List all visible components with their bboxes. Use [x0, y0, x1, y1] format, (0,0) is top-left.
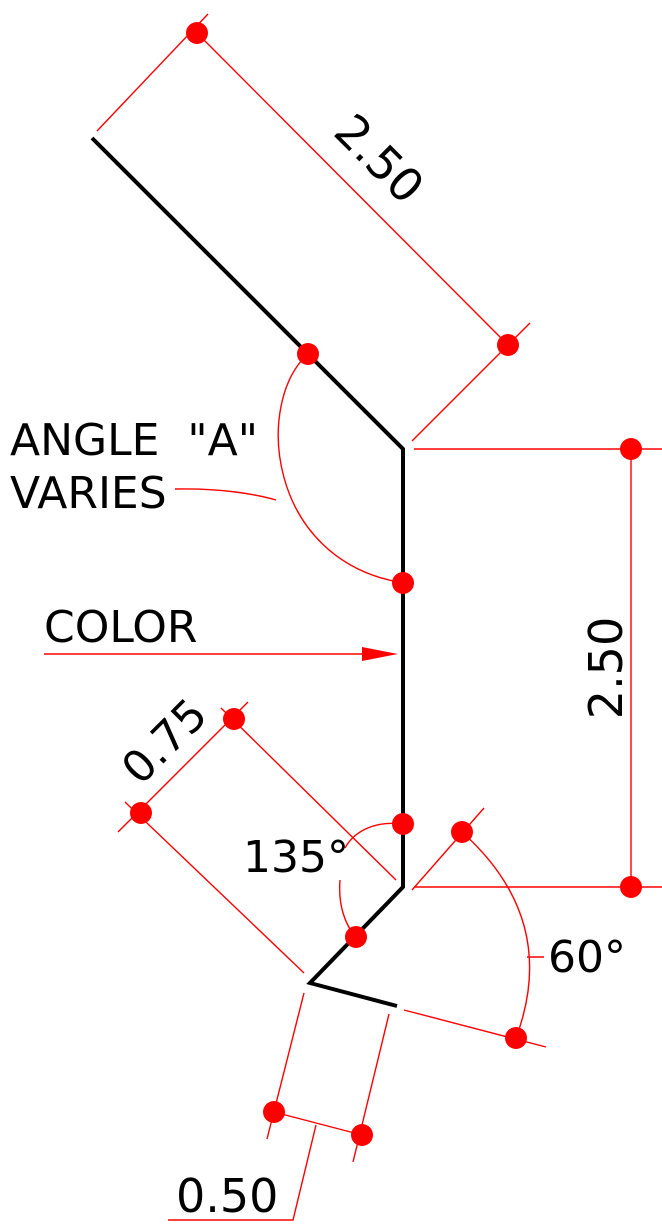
point-angle-a-upper [297, 343, 319, 365]
dimension-label-vertical: 2.50 [579, 617, 633, 719]
point-60-lower [505, 1027, 527, 1049]
dimension-label-top-diagonal: 2.50 [324, 103, 435, 214]
dimension-label-135-degree: 135° [243, 832, 349, 883]
dimension-line-bottom [273, 1111, 363, 1136]
color-arrowhead [362, 647, 398, 661]
point-hem-lower [130, 802, 152, 824]
point-vertical-bottom [620, 876, 642, 898]
angle-a-label-line1: ANGLE "A" [10, 415, 258, 466]
dimension-line-top [196, 32, 509, 346]
point-angle-a-lower [392, 572, 414, 594]
dimension-label-bottom: 0.50 [176, 1169, 278, 1223]
dimension-label-60-degree: 60° [548, 932, 626, 983]
leader-bottom [168, 1124, 317, 1221]
point-bottom-right [351, 1124, 373, 1146]
point-60-upper [451, 821, 473, 843]
point-top-diagonal-end [497, 334, 519, 356]
extension-line-hem-lower [124, 801, 305, 974]
point-vertical-top [620, 438, 642, 460]
point-135-lower [345, 926, 367, 948]
dimension-lines [44, 13, 662, 1221]
arc-60-degree [461, 831, 531, 1039]
point-hem-upper [223, 708, 245, 730]
arc-angle-a [277, 353, 404, 584]
flashing-profile-line [90, 136, 405, 1008]
dimension-label-hem: 0.75 [112, 689, 217, 794]
dimension-points [130, 22, 642, 1146]
extension-line-60-upper [411, 807, 485, 891]
extension-line-hem-upper [220, 707, 397, 881]
leader-angle-a [174, 488, 277, 501]
point-top-diagonal-start [186, 22, 208, 44]
color-label: COLOR [44, 602, 198, 653]
angle-a-label-line2: VARIES [10, 468, 167, 519]
point-135-upper [392, 813, 414, 835]
point-bottom-left [263, 1101, 285, 1123]
